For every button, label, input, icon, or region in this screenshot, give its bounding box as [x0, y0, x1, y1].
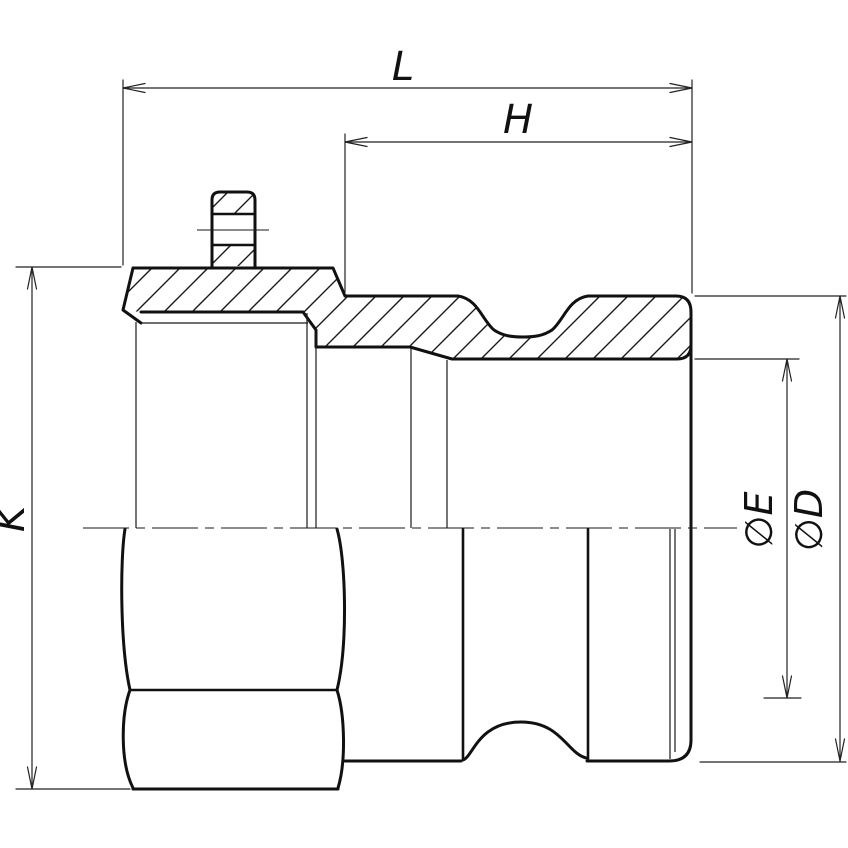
hex-right-edge [335, 527, 347, 790]
pin-outline [210, 190, 257, 269]
pin-band-lines [210, 212, 257, 247]
upper-section-outline [131, 266, 693, 361]
flange-left-edge [121, 266, 143, 325]
label-body-height: K [0, 503, 34, 532]
pin-bottom-hatch [212, 245, 255, 266]
label-head-length: H [503, 97, 533, 143]
groove-edge-lines [461, 527, 590, 761]
bore-lines [135, 313, 676, 759]
label-outer-diameter: ∅D [787, 489, 831, 551]
centerlines [83, 229, 737, 529]
label-inner-diameter: ∅E [737, 491, 781, 548]
dimensions [15, 79, 847, 790]
hex-left-edge [120, 527, 135, 790]
pin-top-hatch [212, 192, 255, 214]
tip-chamfer-lines [669, 529, 676, 759]
arrowheads [26, 82, 846, 790]
barrel-bottom-and-face [343, 310, 693, 763]
hatching [123, 192, 691, 359]
label-overall-length: L [392, 44, 414, 90]
body-section-hatch [123, 268, 691, 359]
bore-step-lines [135, 313, 448, 528]
dimension-labels: L H K ∅E ∅D [0, 44, 831, 551]
extension-lines [15, 79, 847, 790]
part-outline [120, 190, 693, 791]
